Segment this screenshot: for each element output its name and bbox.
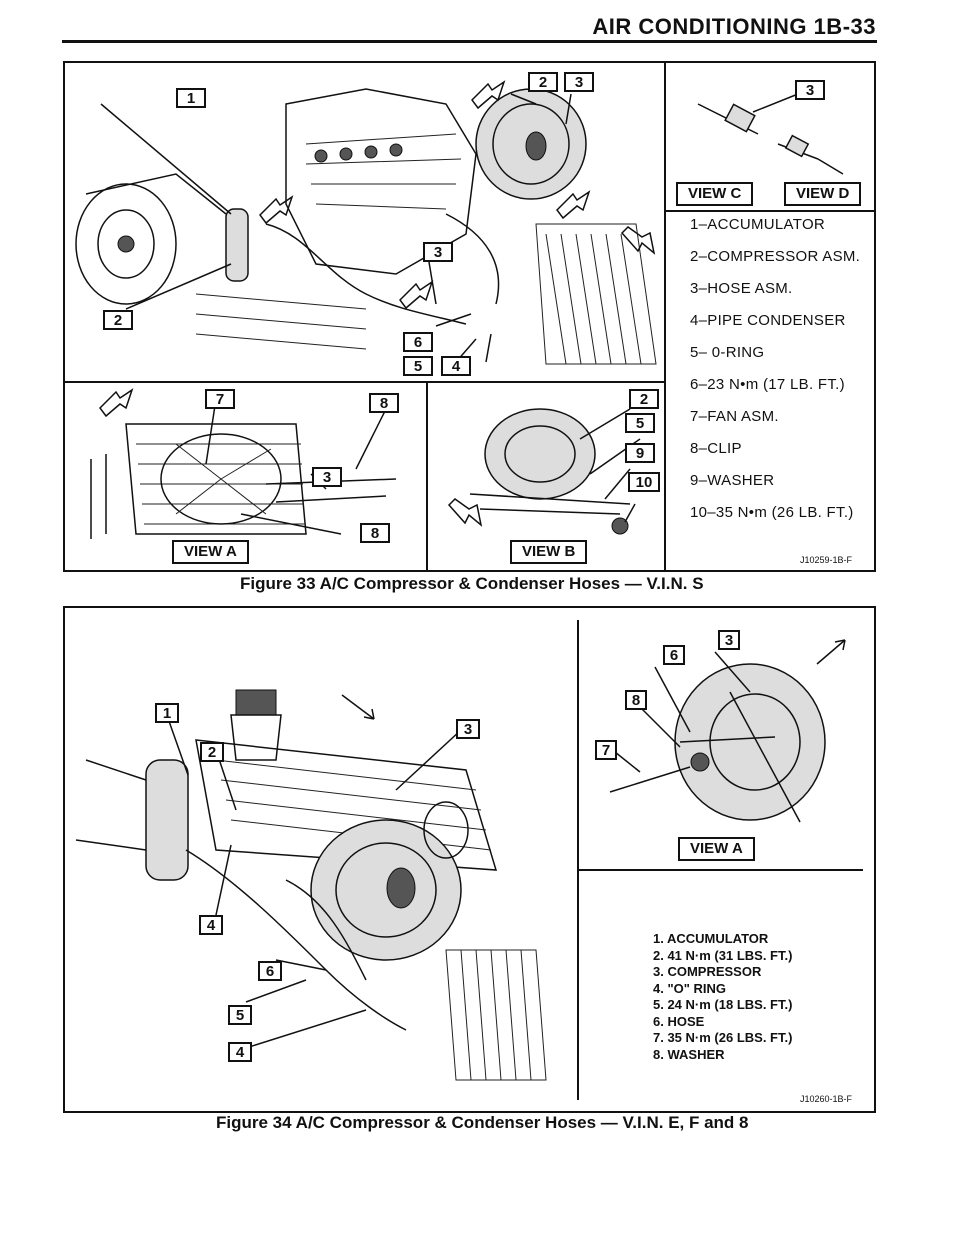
figure-33-view-a-illustration [90, 398, 397, 539]
callout-1: 1 [155, 703, 179, 723]
callout-3: 3 [564, 72, 594, 92]
frt-arrow-icon [341, 694, 375, 720]
legend-item: 6–23 N•m (17 LB. FT.) [690, 376, 845, 393]
legend-item: 7. 35 N·m (26 LBS. FT.) [653, 1030, 793, 1045]
legend-item: 9–WASHER [690, 472, 775, 489]
callout-2: 2 [103, 310, 133, 330]
legend-item: 5– 0-RING [690, 344, 765, 361]
callout-3: 3 [718, 630, 740, 650]
fwd-arrow-icon [399, 280, 434, 310]
figure-34-divider-horizontal [578, 869, 863, 871]
callout-7: 7 [205, 389, 235, 409]
legend-item: 1–ACCUMULATOR [690, 216, 826, 233]
figure-33-engine-illustration [75, 88, 657, 365]
callout-2: 2 [528, 72, 558, 92]
header-rule [62, 40, 877, 43]
callout-10: 10 [628, 472, 660, 492]
view-d-label: VIEW D [784, 182, 862, 206]
callout-3: 3 [795, 80, 825, 100]
legend-item: 2–COMPRESSOR ASM. [690, 248, 861, 265]
legend-item: 2. 41 N·m (31 LBS. FT.) [653, 947, 793, 963]
legend-item: 8. WASHER [653, 1046, 725, 1062]
figure-33-legend: 1–ACCUMULATOR 2–COMPRESSOR ASM. 3–HOSE A… [690, 209, 860, 529]
fwd-arrow-icon [99, 388, 134, 418]
callout-4: 4 [441, 356, 471, 376]
figure-33-caption: Figure 33 A/C Compressor & Condenser Hos… [240, 574, 704, 593]
fwd-arrow-icon [259, 195, 294, 225]
callout-5: 5 [625, 413, 655, 433]
callout-3: 3 [456, 719, 480, 739]
figure-34-view-a-illustration [609, 651, 826, 823]
figure-34-divider-vertical [577, 620, 579, 1100]
legend-item: 6. HOSE [653, 1013, 705, 1029]
figure-34-engine-illustration [75, 689, 547, 1081]
figure-34-frame [63, 606, 876, 1113]
callout-3: 3 [312, 467, 342, 487]
legend-item: 3. COMPRESSOR [653, 964, 762, 979]
callout-1: 1 [176, 88, 206, 108]
view-a-label: VIEW A [678, 837, 755, 861]
figure-33-divider-vertical [664, 62, 666, 571]
callout-6: 6 [403, 332, 433, 352]
fwd-arrow-icon [556, 190, 591, 220]
callout-9: 9 [625, 443, 655, 463]
figure-33-image-code: J10259-1B-F [800, 555, 853, 565]
callout-8: 8 [369, 393, 399, 413]
callout-3: 3 [423, 242, 453, 262]
view-c-label: VIEW C [676, 182, 754, 206]
callout-6: 6 [258, 961, 282, 981]
callout-4: 4 [199, 915, 223, 935]
fwd-arrow-icon [620, 226, 656, 255]
callout-6: 6 [663, 645, 685, 665]
legend-item: 3–HOSE ASM. [690, 280, 793, 297]
callout-5: 5 [403, 356, 433, 376]
callout-4: 4 [228, 1042, 252, 1062]
figure-34-caption: Figure 34 A/C Compressor & Condenser Hos… [216, 1113, 749, 1132]
frt-arrow-icon [816, 639, 846, 665]
legend-item: 5. 24 N·m (18 LBS. FT.) [653, 997, 793, 1012]
figure-33-divider-views [426, 382, 428, 571]
figure-34-image-code: J10260-1B-F [800, 1094, 853, 1104]
callout-8: 8 [625, 690, 647, 710]
legend-item: 4. "O" RING [653, 980, 727, 996]
fwd-arrow-icon [447, 498, 483, 527]
callout-2: 2 [629, 389, 659, 409]
legend-item: 8–CLIP [690, 440, 742, 457]
callout-7: 7 [595, 740, 617, 760]
figure-33-view-c-illustration [697, 93, 844, 175]
callout-2: 2 [200, 742, 224, 762]
view-b-label: VIEW B [510, 540, 588, 564]
legend-item: 4–PIPE CONDENSER [690, 312, 846, 329]
figure-33-view-b-illustration [469, 408, 641, 535]
legend-item: 1. ACCUMULATOR [653, 931, 769, 946]
figure-33-divider-horizontal [64, 381, 664, 383]
figure-33-frame [63, 61, 876, 572]
page-header-title: AIR CONDITIONING 1B-33 [592, 14, 876, 39]
legend-item: 7–FAN ASM. [690, 408, 779, 425]
legend-item: 10–35 N•m (26 LB. FT.) [690, 504, 854, 521]
callout-8: 8 [360, 523, 390, 543]
fwd-arrow-icon [471, 80, 506, 110]
figure-33-divider-right [666, 210, 874, 212]
figure-34-legend: 1. ACCUMULATOR 2. 41 N·m (31 LBS. FT.) 3… [653, 931, 792, 1063]
view-a-label: VIEW A [172, 540, 249, 564]
callout-5: 5 [228, 1005, 252, 1025]
